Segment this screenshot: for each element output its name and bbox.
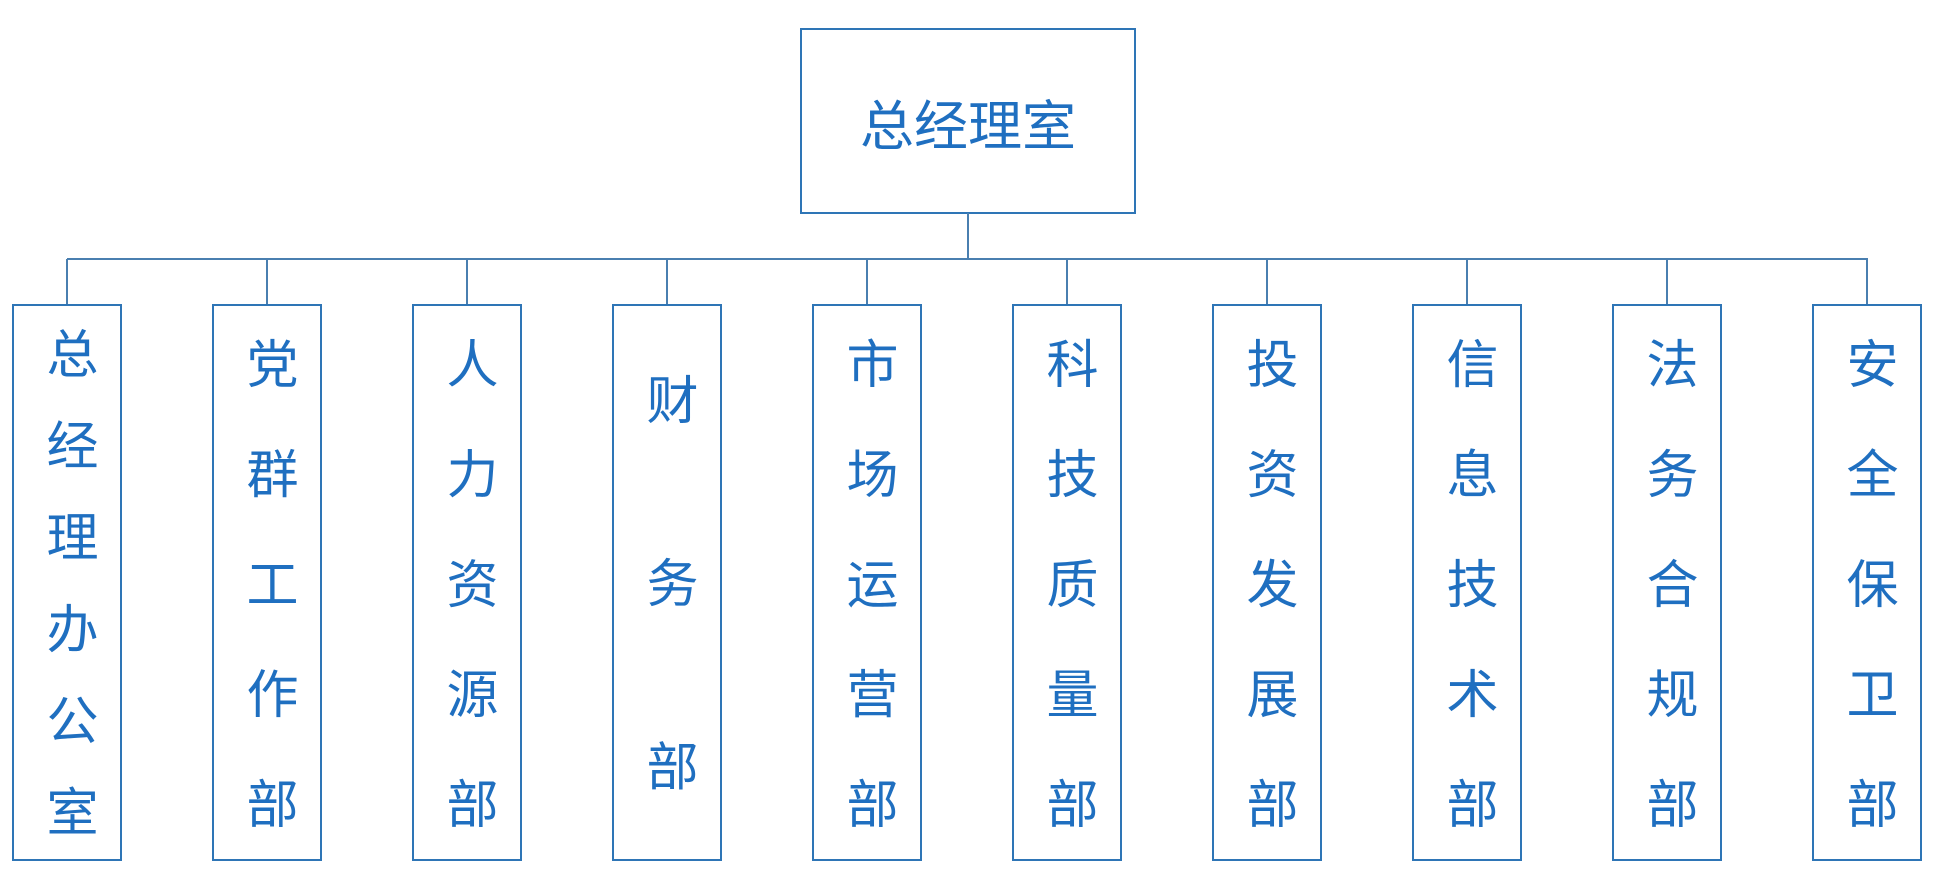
department-node-general-office: 总经理办公室 — [12, 304, 122, 861]
root-node-label: 总经理室 — [860, 94, 1076, 158]
department-node-information-technology: 信息技术部 — [1412, 304, 1522, 861]
department-connector — [666, 259, 668, 305]
department-label: 安全保卫部 — [1837, 336, 1897, 861]
department-connector — [1266, 259, 1268, 305]
department-label: 信息技术部 — [1437, 336, 1497, 861]
root-node-general-manager-office: 总经理室 — [800, 28, 1136, 214]
department-label: 财务部 — [637, 373, 697, 861]
department-node-investment-development: 投资发展部 — [1212, 304, 1322, 861]
department-node-party-affairs: 党群工作部 — [212, 304, 322, 861]
department-connector — [1466, 259, 1468, 305]
horizontal-connector — [67, 258, 1868, 260]
department-label: 总经理办公室 — [37, 327, 97, 861]
department-connector — [266, 259, 268, 305]
department-label: 投资发展部 — [1237, 336, 1297, 861]
department-label: 人力资源部 — [437, 336, 497, 861]
department-node-legal-compliance: 法务合规部 — [1612, 304, 1722, 861]
department-node-human-resources: 人力资源部 — [412, 304, 522, 861]
department-connector — [1066, 259, 1068, 305]
department-node-security: 安全保卫部 — [1812, 304, 1922, 861]
department-connector — [866, 259, 868, 305]
department-label: 市场运营部 — [837, 336, 897, 861]
department-label: 党群工作部 — [237, 336, 297, 861]
root-connector — [967, 213, 969, 259]
department-node-market-operations: 市场运营部 — [812, 304, 922, 861]
department-label: 科技质量部 — [1037, 336, 1097, 861]
department-connector — [66, 259, 68, 305]
department-connector — [1866, 259, 1868, 305]
department-node-technology-quality: 科技质量部 — [1012, 304, 1122, 861]
department-node-finance: 财务部 — [612, 304, 722, 861]
department-label: 法务合规部 — [1637, 336, 1697, 861]
department-connector — [1666, 259, 1668, 305]
department-connector — [466, 259, 468, 305]
